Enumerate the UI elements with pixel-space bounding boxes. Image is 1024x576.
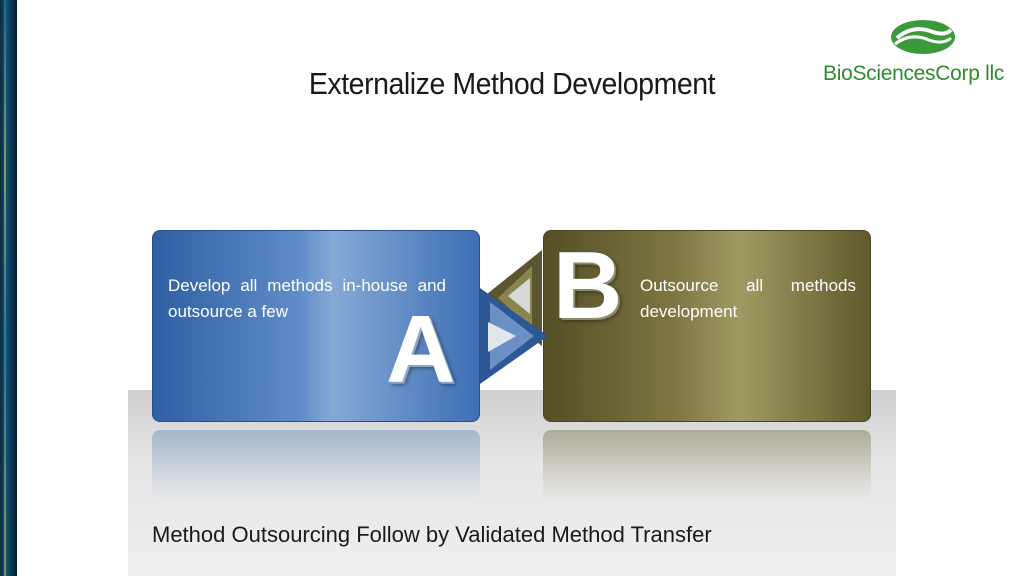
option-b-reflection xyxy=(543,430,871,500)
logo-emblem-icon xyxy=(891,20,955,54)
option-a-letter: A xyxy=(386,296,456,403)
option-b-text: Outsource all methods development xyxy=(640,276,856,321)
decorative-side-strip xyxy=(0,0,17,576)
strip-streak xyxy=(4,0,6,576)
slide-title: Externalize Method Development xyxy=(308,66,716,101)
option-a-text: Develop all methods in-house and outsour… xyxy=(168,276,446,321)
option-b-letter: B xyxy=(553,232,623,339)
company-logo: BioSciencesCorp llc xyxy=(823,18,1024,88)
slide-subtitle: Method Outsourcing Follow by Validated M… xyxy=(152,522,712,547)
option-a-box: Develop all methods in-house and outsour… xyxy=(152,230,480,422)
option-b-box: Outsource all methods development xyxy=(543,230,871,422)
option-a-reflection xyxy=(152,430,480,500)
connector-arrows-icon xyxy=(480,250,548,384)
logo-text: BioSciencesCorp llc xyxy=(823,62,1005,85)
